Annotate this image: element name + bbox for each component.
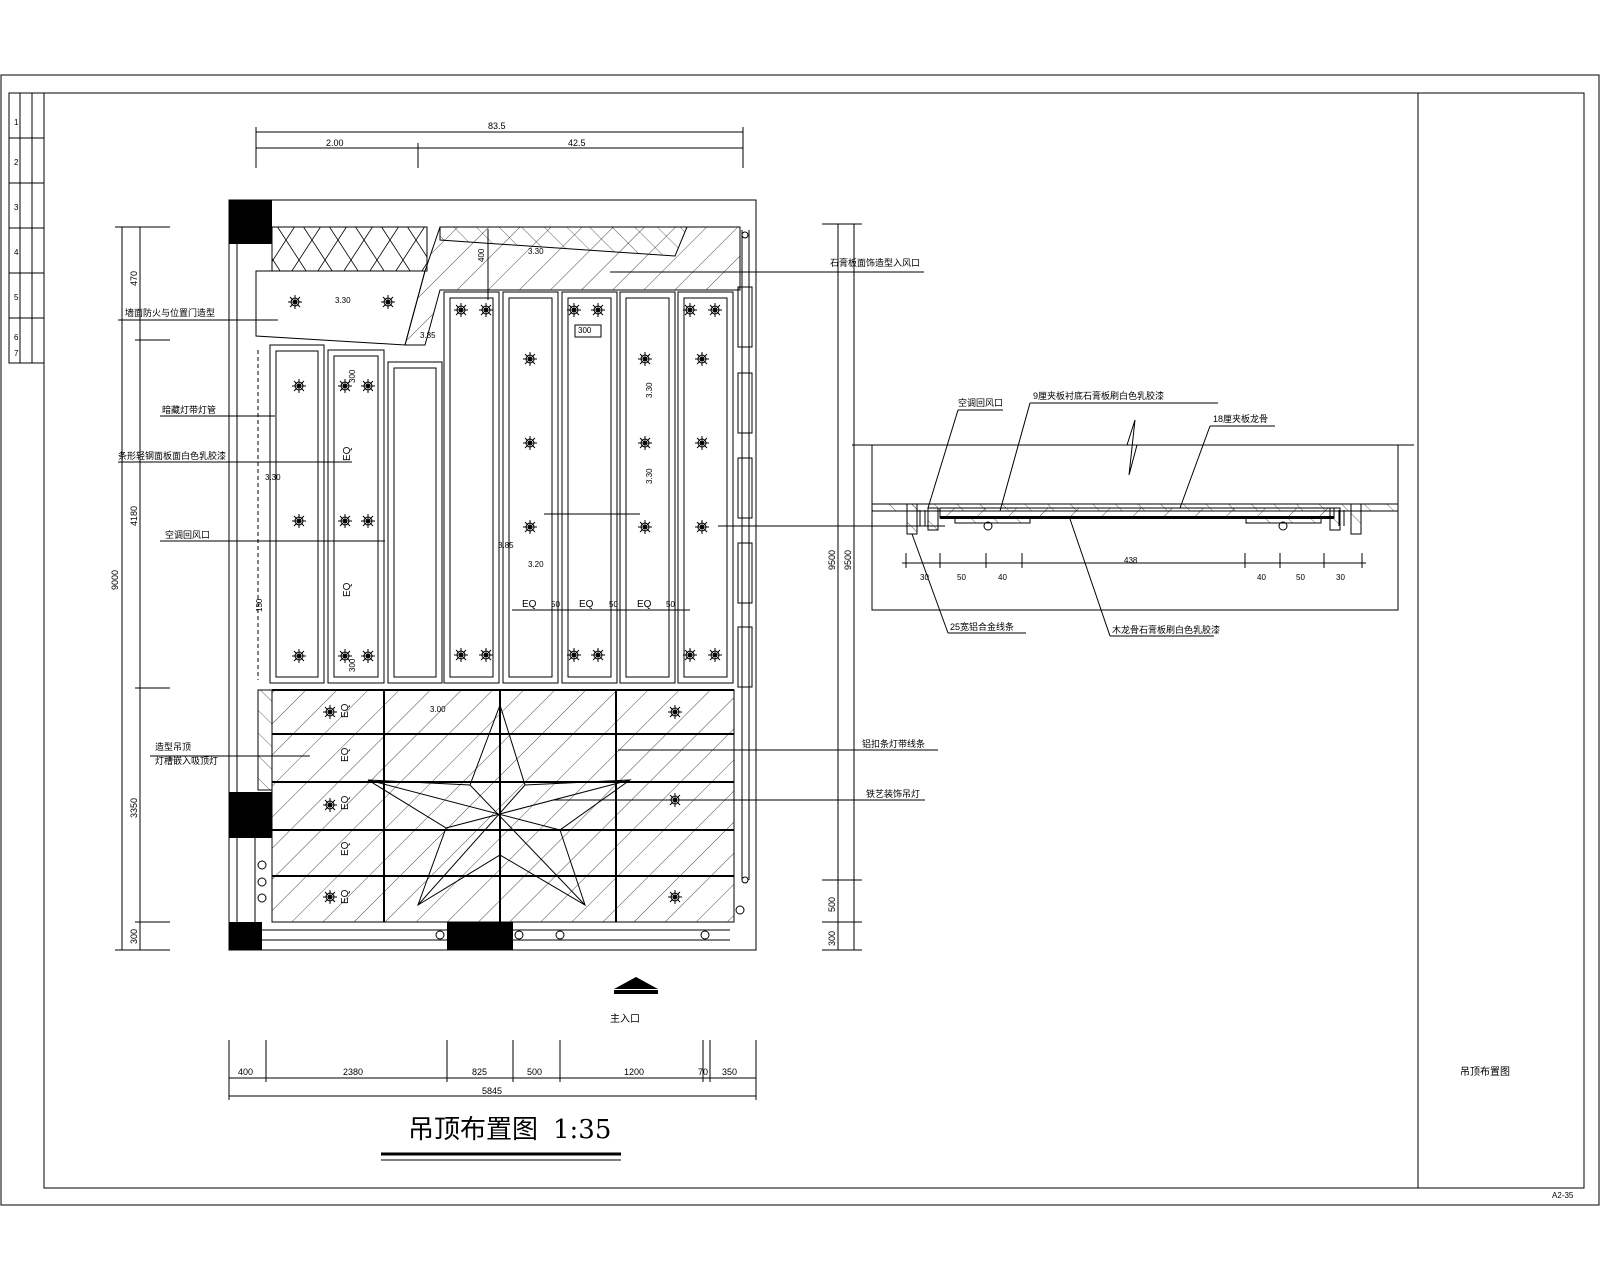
svg-text:40: 40 (1257, 573, 1266, 582)
svg-text:2: 2 (14, 158, 19, 167)
title-block-name: 吊顶布置图 (1460, 1066, 1510, 1078)
svg-text:暗藏灯带灯管: 暗藏灯带灯管 (162, 404, 216, 415)
svg-text:50: 50 (957, 573, 966, 582)
svg-text:9000: 9000 (110, 570, 120, 590)
svg-text:木龙骨石膏板刷白色乳胶漆: 木龙骨石膏板刷白色乳胶漆 (1112, 624, 1220, 635)
svg-text:空调回风口: 空调回风口 (958, 397, 1003, 408)
svg-text:3.30: 3.30 (335, 296, 351, 305)
drawing-frame (43, 92, 1585, 1189)
svg-text:6: 6 (14, 333, 19, 342)
svg-text:3.30: 3.30 (528, 247, 544, 256)
section-detail: 30 50 40 438 40 50 30 空调回风口 9厘夹板衬底石膏板刷白色… (852, 390, 1414, 637)
svg-text:5: 5 (14, 293, 19, 302)
svg-text:3: 3 (14, 203, 19, 212)
svg-text:400: 400 (238, 1067, 253, 1077)
svg-text:1200: 1200 (624, 1067, 644, 1077)
entrance-arrow (614, 977, 658, 989)
svg-text:30: 30 (1336, 573, 1345, 582)
svg-text:9厘夹板衬底石膏板刷白色乳胶漆: 9厘夹板衬底石膏板刷白色乳胶漆 (1033, 390, 1164, 401)
entrance-label: 主入口 (610, 1013, 640, 1025)
plan-outline (228, 199, 757, 951)
svg-text:50: 50 (609, 600, 618, 609)
svg-text:825: 825 (472, 1067, 487, 1077)
svg-text:50: 50 (666, 600, 675, 609)
svg-text:4: 4 (14, 248, 19, 257)
svg-text:300: 300 (578, 326, 592, 335)
svg-text:EQ: EQ (340, 889, 351, 904)
ceiling-zone-top (255, 270, 426, 346)
svg-text:350: 350 (722, 1067, 737, 1077)
lower-ceiling-zone: EQ EQ EQ EQ EQ 3.00 (257, 689, 735, 923)
svg-text:83.5: 83.5 (488, 121, 506, 131)
drawing-title: 吊顶布置图 (408, 1115, 538, 1145)
svg-text:EQ: EQ (637, 599, 652, 610)
svg-text:3.30: 3.30 (645, 382, 654, 398)
svg-text:EQ: EQ (342, 582, 353, 597)
svg-text:铝扣条灯带线条: 铝扣条灯带线条 (862, 738, 925, 749)
svg-text:EQ: EQ (522, 599, 537, 610)
svg-text:条形轻钢面板面白色乳胶漆: 条形轻钢面板面白色乳胶漆 (118, 450, 226, 461)
svg-text:50: 50 (1296, 573, 1305, 582)
svg-text:石膏板面饰造型入风口: 石膏板面饰造型入风口 (830, 257, 920, 268)
svg-text:400: 400 (477, 248, 486, 262)
svg-text:300: 300 (827, 931, 837, 946)
svg-text:EQ: EQ (340, 841, 351, 856)
svg-text:铁艺装饰吊灯: 铁艺装饰吊灯 (866, 788, 920, 799)
svg-text:1: 1 (14, 118, 19, 127)
svg-text:438: 438 (1124, 556, 1138, 565)
left-dimensions: 9000 470 4180 3350 300 (110, 226, 170, 951)
svg-text:30: 30 (920, 573, 929, 582)
top-dimensions: 83.5 2.00 42.5 (255, 121, 744, 168)
svg-text:470: 470 (129, 271, 139, 286)
svg-text:3.85: 3.85 (498, 541, 514, 550)
svg-text:5845: 5845 (482, 1086, 502, 1096)
svg-text:2.00: 2.00 (326, 138, 344, 148)
svg-text:EQ: EQ (340, 747, 351, 762)
svg-text:造型吊顶: 造型吊顶 (155, 741, 191, 752)
svg-text:50: 50 (551, 600, 560, 609)
svg-text:EQ: EQ (340, 795, 351, 810)
svg-text:18厘夹板龙骨: 18厘夹板龙骨 (1213, 413, 1268, 424)
svg-text:300: 300 (348, 658, 357, 672)
svg-text:300: 300 (348, 369, 357, 383)
revision-block: 1 2 3 4 5 6 7 (8, 92, 45, 364)
drawing-scale: 1:35 (553, 1115, 611, 1145)
svg-text:3350: 3350 (129, 798, 139, 818)
svg-text:500: 500 (527, 1067, 542, 1077)
svg-text:300: 300 (129, 929, 139, 944)
svg-text:墙面防火与位置门造型: 墙面防火与位置门造型 (125, 307, 215, 318)
svg-text:42.5: 42.5 (568, 138, 586, 148)
svg-text:3.85: 3.85 (420, 331, 436, 340)
svg-text:3.00: 3.00 (430, 705, 446, 714)
ceiling-panels (269, 286, 753, 688)
svg-text:3.30: 3.30 (265, 473, 281, 482)
bottom-dimensions: 400 2380 825 500 1200 70 350 5845 (228, 1040, 757, 1100)
svg-text:2380: 2380 (343, 1067, 363, 1077)
svg-text:9500: 9500 (843, 550, 853, 570)
beam-zone (271, 226, 428, 272)
svg-text:40: 40 (998, 573, 1007, 582)
svg-text:灯槽嵌入吸顶灯: 灯槽嵌入吸顶灯 (155, 755, 218, 766)
svg-text:25宽铝合金线条: 25宽铝合金线条 (950, 621, 1014, 632)
svg-text:7: 7 (14, 349, 19, 358)
svg-text:空调回风口: 空调回风口 (165, 529, 210, 540)
left-callouts: 墙面防火与位置门造型 暗藏灯带灯管 条形轻钢面板面白色乳胶漆 空调回风口 造型吊… (118, 307, 385, 766)
svg-text:150: 150 (255, 598, 264, 612)
svg-text:500: 500 (827, 897, 837, 912)
svg-text:EQ: EQ (342, 446, 353, 461)
svg-text:3.20: 3.20 (528, 560, 544, 569)
svg-text:70: 70 (698, 1067, 708, 1077)
sheet-border (0, 74, 1600, 1206)
svg-text:9500: 9500 (827, 550, 837, 570)
svg-text:EQ: EQ (579, 599, 594, 610)
right-dimensions: 9500 9500 500 300 (822, 223, 862, 951)
svg-text:4180: 4180 (129, 506, 139, 526)
svg-text:EQ: EQ (340, 703, 351, 718)
sheet-code: A2-35 (1552, 1191, 1574, 1200)
svg-text:3.30: 3.30 (645, 468, 654, 484)
